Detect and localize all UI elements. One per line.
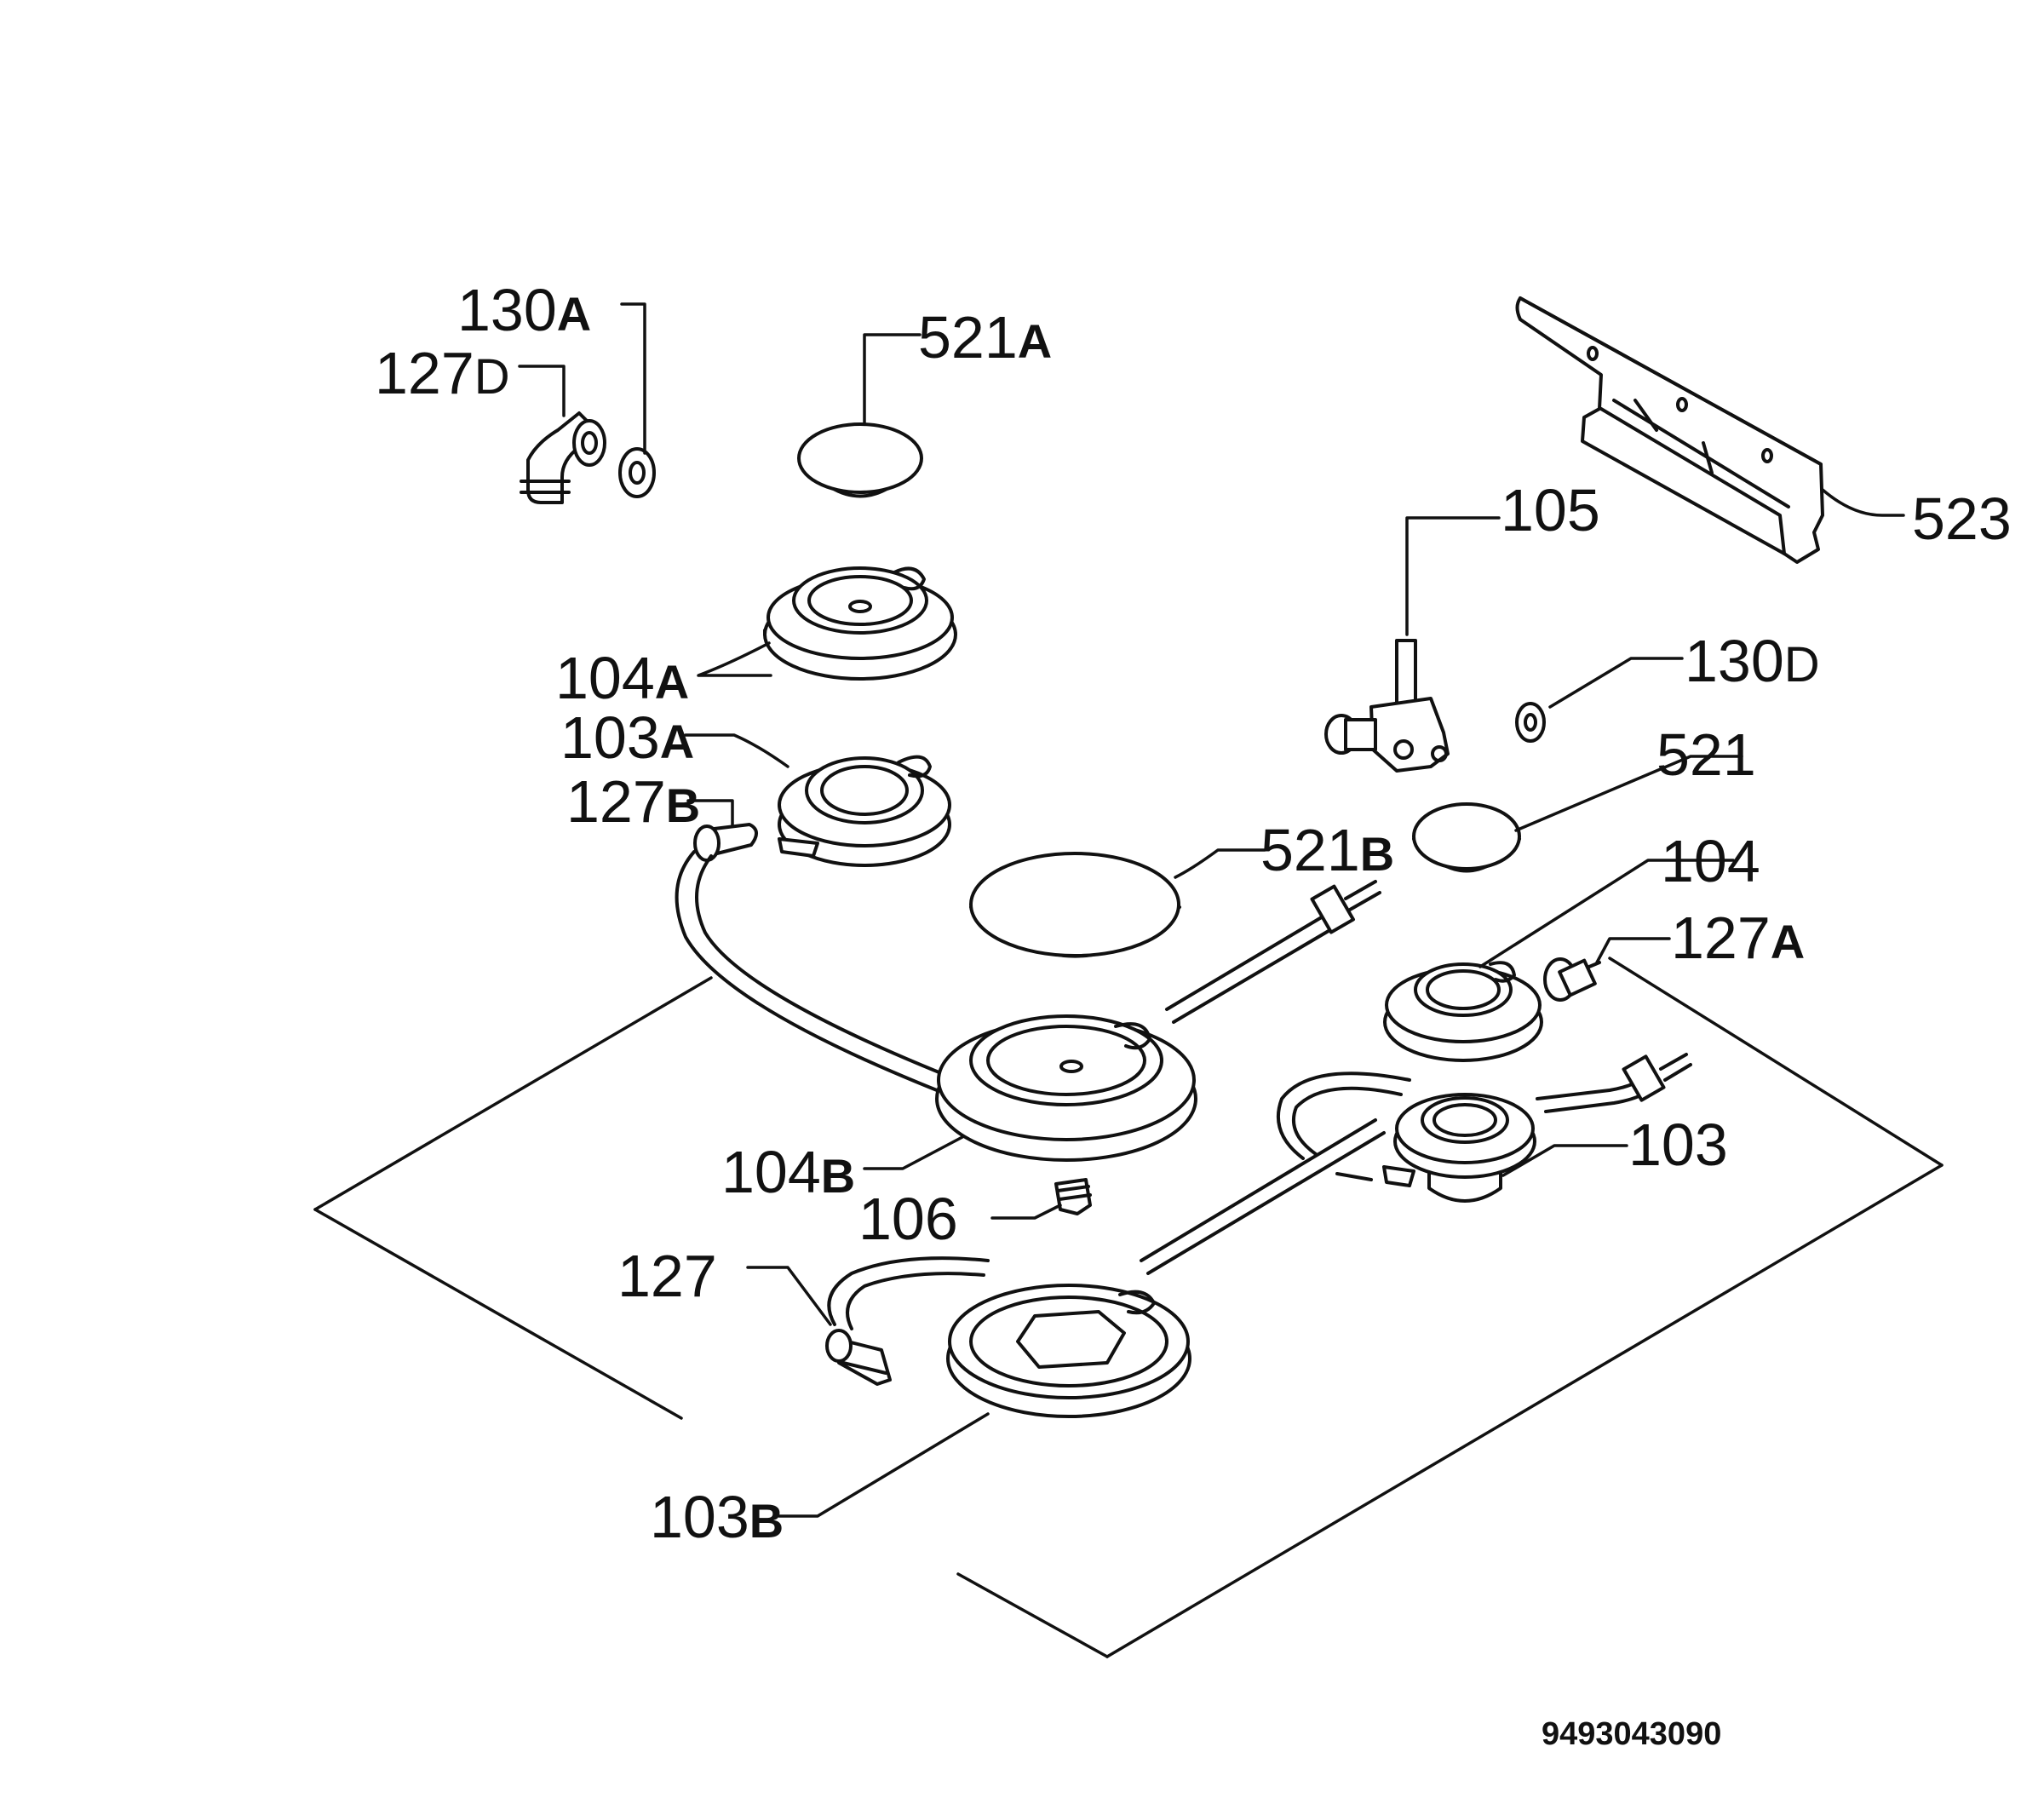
washer-130a [618,447,656,498]
pipe-nut-127a [1543,957,1601,1002]
document-number: 9493043090 [1542,1716,1721,1752]
burner-crown-104a [763,566,957,681]
burner-crown-104b [935,1014,1197,1162]
callout-521b: 521B [1260,817,1394,883]
burner-base-103a [778,755,951,867]
callout-127d: 127D [375,340,510,406]
burner-cap-521b [969,852,1181,958]
callout-521a: 521A [918,304,1052,371]
injector-106 [1054,1178,1092,1215]
gas-pipe-right [1276,1053,1692,1160]
gas-valve-105 [1324,639,1450,773]
callout-103a: 103A [560,704,694,771]
pipe-connector-127 [825,1256,990,1386]
hob-frame-outline [313,957,1944,1658]
callout-127b: 127B [566,768,700,835]
callout-labels: 130A 127D 521A 523 105 130D 104A 103A 12… [375,277,2012,1550]
mounting-bracket-523 [1515,296,1824,564]
callout-103: 103 [1628,1112,1728,1178]
callout-130d: 130D [1685,628,1820,694]
callout-130a: 130A [457,277,591,343]
burner-base-103 [1335,1093,1536,1203]
gas-pipe-upper [1165,880,1381,1024]
callout-105: 105 [1501,477,1600,543]
burner-cap-521a [797,422,923,498]
gas-pipe-lower [1140,1118,1386,1275]
callout-127a: 127A [1671,905,1805,971]
callout-104b: 104B [721,1139,855,1205]
callout-104: 104 [1661,828,1760,894]
burner-crown-104 [1383,961,1543,1062]
callout-103b: 103B [650,1484,784,1550]
callout-521: 521 [1656,721,1756,788]
burner-base-103b [946,1284,1191,1418]
callout-127: 127 [617,1243,717,1309]
burner-cap-521 [1412,802,1521,873]
callout-104a: 104A [555,645,689,711]
callout-106: 106 [858,1186,958,1252]
leader-lines [518,302,1905,1518]
pipe-connector-127b [675,823,947,1092]
nut-130d [1515,702,1546,743]
elbow-connector-127d [520,411,606,504]
callout-523: 523 [1912,485,2012,552]
